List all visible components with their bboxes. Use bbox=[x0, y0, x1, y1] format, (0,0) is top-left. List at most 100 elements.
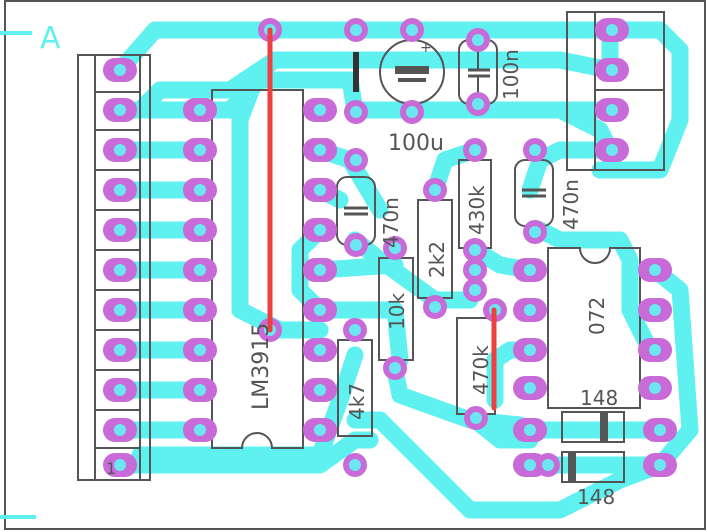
res-2k2-label: 2k2 bbox=[425, 241, 449, 278]
pad-hole bbox=[469, 284, 481, 296]
cap-top-label: 100n bbox=[499, 49, 523, 100]
pad-hole bbox=[114, 304, 126, 316]
pad-hole bbox=[314, 304, 326, 316]
pad-hole bbox=[649, 304, 661, 316]
trace-r6 bbox=[346, 231, 479, 309]
pad-hole bbox=[389, 242, 401, 254]
pad-hole bbox=[350, 106, 362, 118]
trace-072-b bbox=[531, 221, 659, 359]
pad-hole bbox=[194, 184, 206, 196]
pad-hole bbox=[114, 344, 126, 356]
pad-hole bbox=[114, 459, 126, 471]
diode-top-outline bbox=[561, 411, 625, 443]
res-430k-label: 430k bbox=[465, 185, 489, 235]
pad-hole bbox=[469, 244, 481, 256]
pad-hole bbox=[472, 34, 484, 46]
pad-hole bbox=[524, 382, 536, 394]
trace-072-c bbox=[521, 141, 619, 199]
ic1-label: LM3915 bbox=[249, 323, 274, 410]
pad-hole bbox=[389, 362, 401, 374]
cap-mid-label: 470n bbox=[379, 197, 403, 248]
diode-bottom-outline bbox=[561, 451, 625, 483]
trace-bottom-c bbox=[346, 411, 669, 519]
pad-hole bbox=[406, 24, 418, 36]
pad-hole bbox=[606, 64, 618, 76]
diode-bottom-label: 148 bbox=[577, 485, 615, 509]
pad-hole bbox=[194, 264, 206, 276]
res-470k-label: 470k bbox=[469, 345, 493, 395]
electrolytic-outline bbox=[379, 39, 445, 105]
ic2-label: 072 bbox=[585, 297, 609, 335]
res-10k-label: 10k bbox=[385, 293, 409, 330]
connector2-outline bbox=[566, 11, 665, 171]
pad-hole bbox=[350, 239, 362, 251]
board-outline bbox=[4, 0, 706, 530]
pad-hole bbox=[470, 412, 482, 424]
pad-hole bbox=[194, 104, 206, 116]
pad-hole bbox=[350, 24, 362, 36]
pad-hole bbox=[524, 424, 536, 436]
pads bbox=[103, 18, 677, 477]
pad-hole bbox=[524, 344, 536, 356]
pad-hole bbox=[469, 264, 481, 276]
pad-hole bbox=[194, 424, 206, 436]
pad-hole bbox=[542, 459, 554, 471]
pad-hole bbox=[429, 301, 441, 313]
pad-hole bbox=[406, 106, 418, 118]
trace-072-d bbox=[646, 261, 699, 474]
pad-hole bbox=[469, 144, 481, 156]
pad-hole bbox=[194, 304, 206, 316]
pad-hole bbox=[350, 154, 362, 166]
pad-hole bbox=[314, 264, 326, 276]
pad-hole bbox=[524, 459, 536, 471]
pad-hole bbox=[654, 459, 666, 471]
pad-hole bbox=[194, 144, 206, 156]
pad-hole bbox=[529, 226, 541, 238]
trace-bottom-a bbox=[111, 431, 379, 474]
pad-hole bbox=[606, 144, 618, 156]
ic2-outline bbox=[547, 247, 641, 409]
pad-hole bbox=[524, 264, 536, 276]
pad-hole bbox=[114, 64, 126, 76]
pad-hole bbox=[524, 304, 536, 316]
pad-hole bbox=[349, 459, 361, 471]
pad-hole bbox=[649, 344, 661, 356]
trace-r5 bbox=[311, 301, 409, 369]
pad-hole bbox=[194, 344, 206, 356]
pad-hole bbox=[314, 344, 326, 356]
pad-hole bbox=[114, 424, 126, 436]
pad-hole bbox=[472, 98, 484, 110]
pad-hole bbox=[606, 104, 618, 116]
pad-hole bbox=[649, 264, 661, 276]
trace-left-curve bbox=[231, 71, 329, 339]
pad-hole bbox=[314, 224, 326, 236]
pad-hole bbox=[654, 424, 666, 436]
pad-hole bbox=[114, 384, 126, 396]
pad-hole bbox=[314, 104, 326, 116]
electrolytic-label: 100u bbox=[388, 131, 444, 156]
pad-hole bbox=[114, 264, 126, 276]
pad-hole bbox=[194, 224, 206, 236]
pad-hole bbox=[114, 144, 126, 156]
pad-hole bbox=[429, 184, 441, 196]
corner-label: A bbox=[40, 21, 61, 56]
connector-outline bbox=[77, 54, 151, 481]
pad-hole bbox=[314, 184, 326, 196]
ic1-outline bbox=[211, 89, 304, 449]
trace-r8 bbox=[386, 361, 529, 434]
pad-hole bbox=[314, 424, 326, 436]
pad-hole bbox=[529, 144, 541, 156]
pad-hole bbox=[606, 24, 618, 36]
pad-hole bbox=[194, 384, 206, 396]
pad-hole bbox=[114, 104, 126, 116]
pad-hole bbox=[349, 324, 361, 336]
cap-right-label: 470n bbox=[559, 179, 583, 230]
cap-plus-label: + bbox=[420, 40, 432, 56]
pad-hole bbox=[114, 184, 126, 196]
diode-top-label: 148 bbox=[580, 386, 618, 410]
res-4k7-label: 4k7 bbox=[345, 383, 369, 420]
pad-hole bbox=[314, 384, 326, 396]
pad-hole bbox=[649, 382, 661, 394]
pad-hole bbox=[114, 224, 126, 236]
